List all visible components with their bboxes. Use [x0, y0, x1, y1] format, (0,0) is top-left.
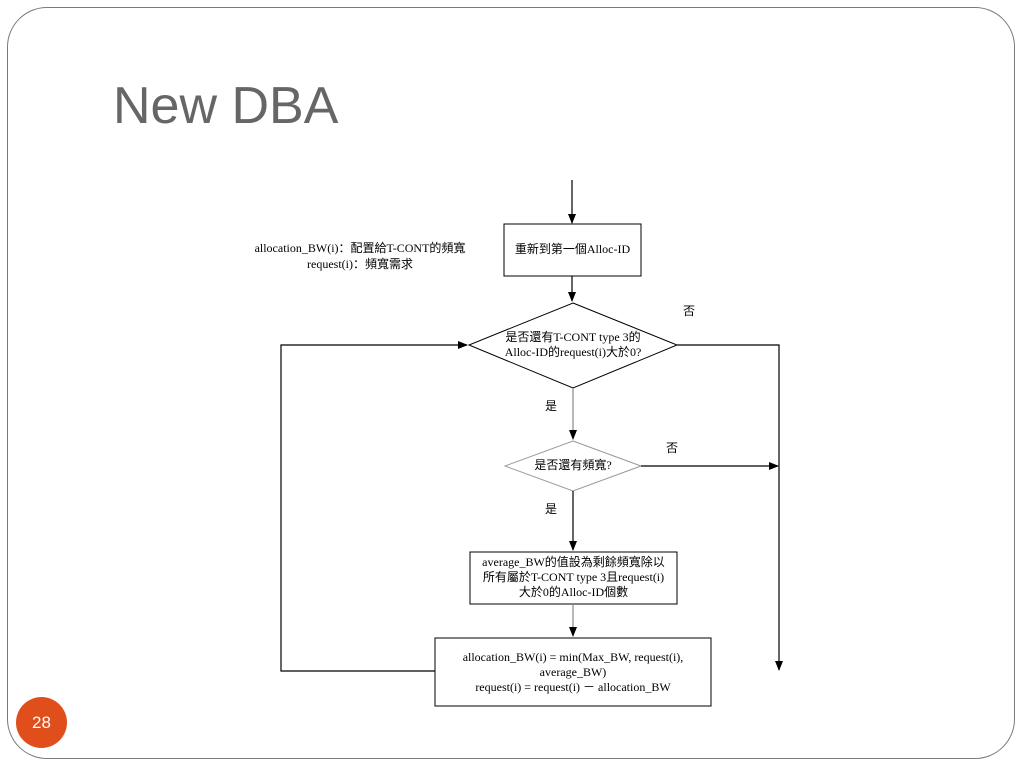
legend-allocation-bw: allocation_BW(i)：配置給T-CONT的頻寬: [254, 241, 466, 255]
start-box-text: 重新到第一個Alloc-ID: [514, 242, 631, 256]
label-decision1-yes: 是: [545, 399, 558, 413]
slide-title: New DBA: [113, 77, 339, 135]
label-decision1-no: 否: [683, 304, 696, 318]
arrow-loop-back: [280, 341, 468, 672]
variable-legend: allocation_BW(i)：配置給T-CONT的頻寬 request(i)…: [240, 240, 480, 272]
label-decision2-yes: 是: [545, 502, 558, 516]
decision1-line2: Alloc-ID的request(i)大於0?: [504, 345, 642, 359]
allocate-line1: allocation_BW(i) = min(Max_BW, request(i…: [462, 650, 684, 664]
allocate-box-text: allocation_BW(i) = min(Max_BW, request(i…: [435, 650, 711, 695]
slide-frame: [7, 7, 1015, 759]
page-number-badge: 28: [16, 697, 67, 748]
decision1-text: 是否還有T-CONT type 3的 Alloc-ID的request(i)大於…: [469, 330, 677, 360]
arrow-decision1-no: [677, 344, 783, 671]
compute-line3: 大於0的Alloc-ID個數: [518, 585, 629, 599]
start-box: [503, 223, 642, 277]
allocate-line2: average_BW): [539, 665, 607, 679]
allocate-line3: request(i) = request(i) － allocation_BW: [475, 680, 671, 694]
legend-request: request(i)：頻寬需求: [307, 257, 413, 271]
compute-line2: 所有屬於T-CONT type 3且request(i): [482, 570, 665, 584]
compute-box-text: average_BW的值設為剩餘頻寬除以 所有屬於T-CONT type 3且r…: [470, 555, 677, 600]
decision2-text: 是否還有頻寬?: [534, 458, 612, 472]
compute-box: [469, 551, 678, 605]
allocate-box: [434, 637, 712, 707]
compute-line1: average_BW的值設為剩餘頻寬除以: [482, 555, 665, 569]
label-decision2-no: 否: [666, 441, 679, 455]
decision1-line1: 是否還有T-CONT type 3的: [505, 330, 641, 344]
